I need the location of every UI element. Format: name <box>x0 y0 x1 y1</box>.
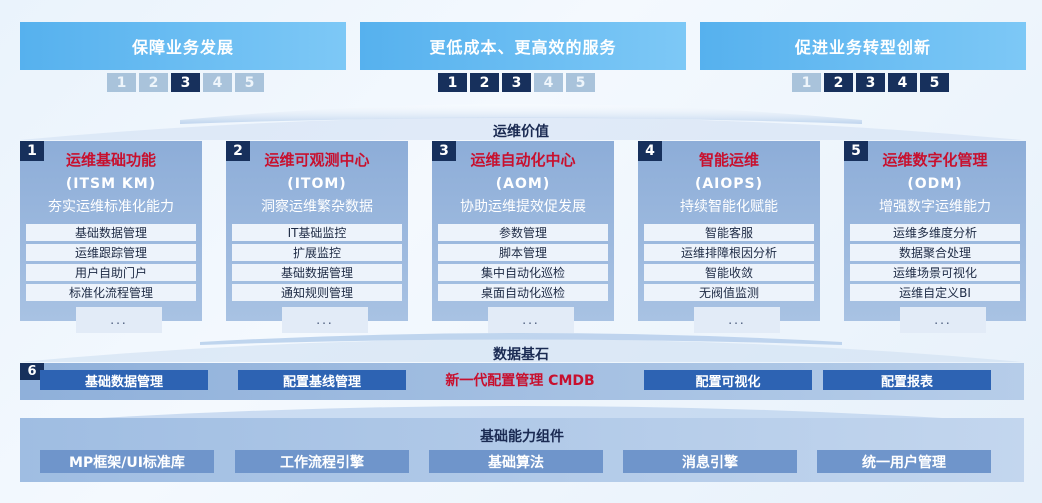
column-item: 通知规则管理 <box>232 284 402 301</box>
column-abbr: (ITOM) <box>287 176 347 192</box>
column-item: 运维自定义BI <box>850 284 1020 301</box>
value-box-cost-efficiency: 更低成本、更高效的服务 <box>360 22 686 70</box>
rating-cell: 5 <box>920 73 949 92</box>
column-abbr: (ITSM KM) <box>65 176 157 192</box>
column-title: 运维自动化中心 <box>470 151 576 169</box>
column-abbr: (AIOPS) <box>694 176 764 192</box>
data-item-baseline: 配置基线管理 <box>238 370 406 390</box>
rating-cell: 2 <box>824 73 853 92</box>
column-number-badge: 4 <box>638 141 662 161</box>
column-item: 基础数据管理 <box>232 264 402 281</box>
column-item: 参数管理 <box>438 224 608 241</box>
column-title: 运维基础功能 <box>65 151 156 169</box>
rating-cell: 5 <box>235 73 264 92</box>
column-abbr: (AOM) <box>495 176 551 192</box>
column-item: 标准化流程管理 <box>26 284 196 301</box>
rating-cell: 3 <box>502 73 531 92</box>
column-item: IT基础监控 <box>232 224 402 241</box>
column-item: 扩展监控 <box>232 244 402 261</box>
rating-cell: 2 <box>470 73 499 92</box>
column-item: 智能收敛 <box>644 264 814 281</box>
capability-column-3: 3 运维自动化中心 (AOM) 协助运维提效促发展 参数管理 脚本管理 集中自动… <box>432 141 614 333</box>
value-rating-3: 1 2 3 4 5 <box>792 73 949 92</box>
rating-cell: 4 <box>203 73 232 92</box>
section-title-value: 运维价值 <box>493 124 549 140</box>
component-algorithm: 基础算法 <box>429 450 603 473</box>
more-ellipsis: ... <box>76 307 162 333</box>
column-title: 运维数字化管理 <box>882 151 988 169</box>
column-abbr: (ODM) <box>907 176 963 192</box>
more-ellipsis: ... <box>900 307 986 333</box>
data-fan-divider <box>20 333 1022 362</box>
capability-column-2: 2 运维可观测中心 (ITOM) 洞察运维繁杂数据 IT基础监控 扩展监控 基础… <box>226 141 408 333</box>
component-message-engine: 消息引擎 <box>623 450 797 473</box>
column-desc: 增强数字运维能力 <box>879 199 991 215</box>
rating-cell: 2 <box>139 73 168 92</box>
column-desc: 持续智能化赋能 <box>680 199 778 215</box>
column-desc: 协助运维提效促发展 <box>460 199 586 215</box>
column-number-badge: 2 <box>226 141 250 161</box>
column-item: 用户自助门户 <box>26 264 196 281</box>
rating-cell: 3 <box>856 73 885 92</box>
column-item: 运维多维度分析 <box>850 224 1020 241</box>
column-item: 脚本管理 <box>438 244 608 261</box>
rating-cell: 3 <box>171 73 200 92</box>
column-item: 集中自动化巡检 <box>438 264 608 281</box>
rating-cell: 1 <box>792 73 821 92</box>
column-number-badge: 5 <box>844 141 868 161</box>
value-rating-1: 1 2 3 4 5 <box>107 73 264 92</box>
rating-cell: 4 <box>534 73 563 92</box>
value-box-business-growth: 保障业务发展 <box>20 22 346 70</box>
value-fan-divider <box>20 104 1022 140</box>
rating-cell: 1 <box>438 73 467 92</box>
data-center-cmdb: 新一代配置管理 CMDB <box>445 373 595 389</box>
more-ellipsis: ... <box>282 307 368 333</box>
rating-cell: 5 <box>566 73 595 92</box>
rating-cell: 1 <box>107 73 136 92</box>
column-item: 数据聚合处理 <box>850 244 1020 261</box>
rating-cell: 4 <box>888 73 917 92</box>
column-item: 运维场景可视化 <box>850 264 1020 281</box>
column-title: 运维可观测中心 <box>264 151 370 169</box>
value-box-transformation: 促进业务转型创新 <box>700 22 1026 70</box>
column-desc: 洞察运维繁杂数据 <box>261 199 373 215</box>
column-item: 智能客服 <box>644 224 814 241</box>
column-number-badge: 1 <box>20 141 44 161</box>
capability-column-4: 4 智能运维 (AIOPS) 持续智能化赋能 智能客服 运维排障根因分析 智能收… <box>638 141 820 333</box>
data-number-badge: 6 <box>20 363 44 380</box>
column-desc: 夯实运维标准化能力 <box>48 199 174 215</box>
value-rating-2: 1 2 3 4 5 <box>438 73 595 92</box>
column-item: 运维跟踪管理 <box>26 244 196 261</box>
column-item: 桌面自动化巡检 <box>438 284 608 301</box>
column-number-badge: 3 <box>432 141 456 161</box>
component-mp-framework: MP框架/UI标准库 <box>40 450 214 473</box>
more-ellipsis: ... <box>694 307 780 333</box>
data-item-visualization: 配置可视化 <box>644 370 812 390</box>
section-title-components: 基础能力组件 <box>480 429 564 445</box>
component-fan-divider <box>100 406 942 418</box>
column-title: 智能运维 <box>698 151 759 169</box>
section-title-data: 数据基石 <box>493 347 549 363</box>
data-item-basic-data: 基础数据管理 <box>40 370 208 390</box>
component-workflow-engine: 工作流程引擎 <box>235 450 409 473</box>
data-item-report: 配置报表 <box>823 370 991 390</box>
more-ellipsis: ... <box>488 307 574 333</box>
capability-column-5: 5 运维数字化管理 (ODM) 增强数字运维能力 运维多维度分析 数据聚合处理 … <box>844 141 1026 333</box>
column-item: 无阀值监测 <box>644 284 814 301</box>
column-item: 基础数据管理 <box>26 224 196 241</box>
component-user-management: 统一用户管理 <box>817 450 991 473</box>
capability-column-1: 1 运维基础功能 (ITSM KM) 夯实运维标准化能力 基础数据管理 运维跟踪… <box>20 141 202 333</box>
column-item: 运维排障根因分析 <box>644 244 814 261</box>
